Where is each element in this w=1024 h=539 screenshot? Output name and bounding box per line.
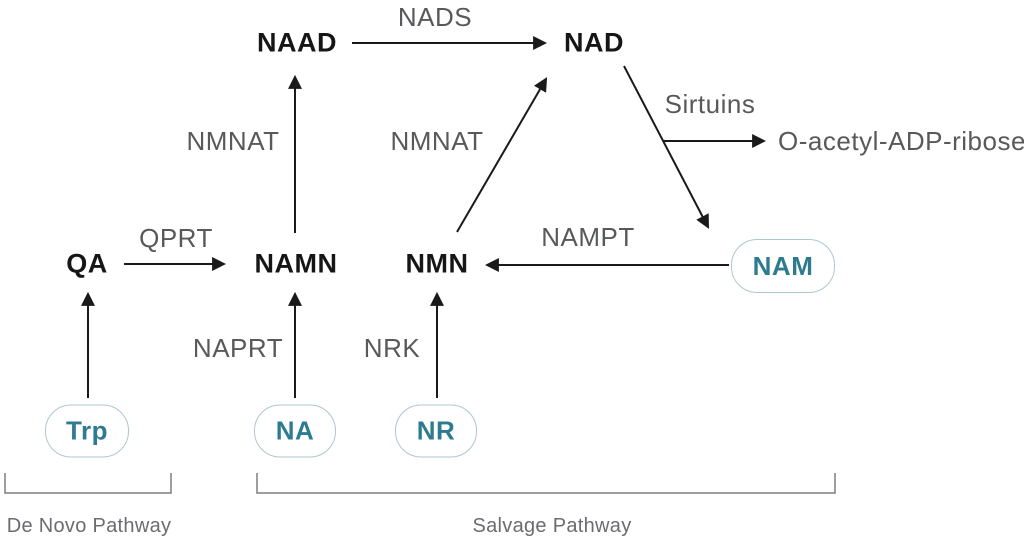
enzyme-nads: NADS xyxy=(397,2,473,32)
node-nad: NAD xyxy=(564,27,624,58)
node-o-acetyl-adp-ribose: O-acetyl-ADP-ribose xyxy=(778,126,1024,156)
node-namn: NAMN xyxy=(254,248,338,279)
pathway-label-de-novo: De Novo Pathway xyxy=(6,515,172,537)
metabolite-label-trp: Trp xyxy=(66,415,108,446)
pathway-label-salvage: Salvage Pathway xyxy=(472,515,632,537)
enzyme-naprt: NAPRT xyxy=(192,333,284,363)
bracket-de-novo xyxy=(4,473,172,494)
bracket-salvage xyxy=(256,473,836,494)
metabolite-label-nam: NAM xyxy=(752,250,814,281)
arrow-nad-to-nam xyxy=(623,65,709,229)
metabolite-box-nr: NR xyxy=(395,404,477,458)
node-qa: QA xyxy=(66,248,108,279)
metabolite-box-trp: Trp xyxy=(45,404,129,458)
metabolite-label-nr: NR xyxy=(416,415,456,446)
metabolite-box-na: NA xyxy=(254,404,336,458)
metabolite-label-na: NA xyxy=(275,415,315,446)
node-naad: NAAD xyxy=(257,27,337,58)
arrow-nmn-to-nad xyxy=(456,77,548,233)
enzyme-nampt: NAMPT xyxy=(541,222,635,252)
enzyme-sirtuins: Sirtuins xyxy=(664,89,756,119)
node-nmn: NMN xyxy=(405,248,469,279)
enzyme-qprt: QPRT xyxy=(139,223,213,253)
enzyme-nrk: NRK xyxy=(363,333,421,363)
metabolite-box-nam: NAM xyxy=(731,239,835,293)
enzyme-nmnat-mid: NMNAT xyxy=(390,126,484,156)
enzyme-nmnat-left: NMNAT xyxy=(186,126,280,156)
